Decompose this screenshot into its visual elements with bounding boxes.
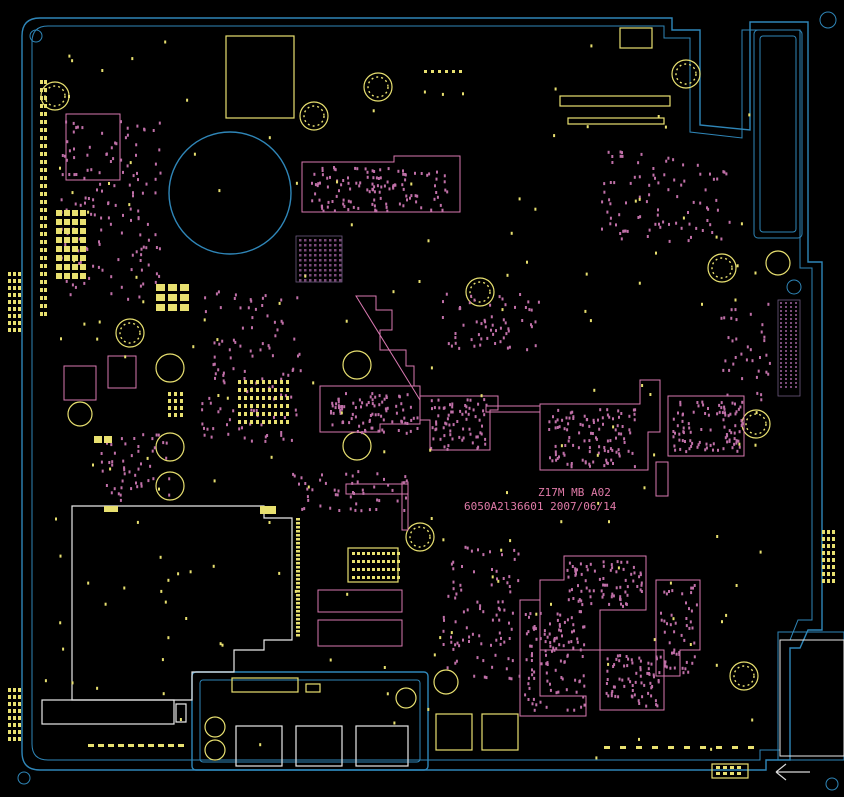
coin-cell-battery <box>168 131 292 255</box>
connectors <box>225 27 844 779</box>
mounting-holes <box>17 11 839 791</box>
component-pads <box>8 40 835 775</box>
board-part-label: 6050A2l36601 2007/06/14 <box>464 500 617 513</box>
left-arrow-icon <box>775 763 810 781</box>
bga-chip <box>295 235 343 283</box>
card-slot <box>41 505 293 725</box>
board-outline <box>21 17 844 771</box>
board-name-label: Z17M MB A02 <box>538 486 611 499</box>
silkscreen-regions <box>63 113 745 717</box>
